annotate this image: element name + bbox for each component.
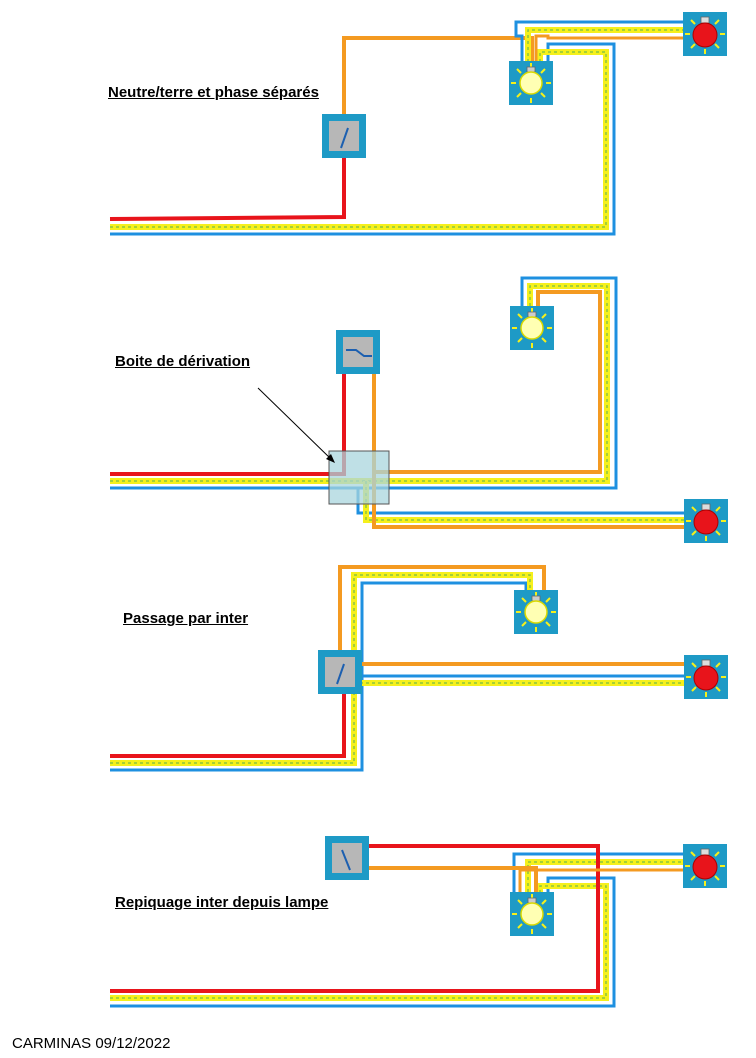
bulb-red-icon [682, 843, 728, 889]
section-1-label: Neutre/terre et phase séparés [108, 84, 319, 101]
section-1-wiring [109, 11, 728, 236]
junction-box [328, 450, 390, 505]
bulb-red-icon [683, 498, 729, 544]
section-3-wiring [110, 565, 729, 772]
bulb-red-icon [682, 11, 728, 57]
section-4-wiring [110, 836, 728, 1008]
section-2-wiring [110, 276, 729, 544]
bulb-icon [508, 60, 554, 106]
section-4-label: Repiquage inter depuis lampe [115, 894, 329, 911]
bulb-icon [513, 589, 559, 635]
switch-icon [322, 114, 366, 158]
credit-text: CARMINAS 09/12/2022 [12, 1035, 171, 1052]
switch-icon [325, 836, 369, 880]
section-3-label: Passage par inter [123, 610, 249, 627]
switch-icon [318, 650, 362, 694]
bulb-red-icon [683, 654, 729, 700]
bulb-icon [509, 305, 555, 351]
bulb-icon [509, 891, 555, 937]
section-2-label: Boite de dérivation [115, 353, 251, 370]
